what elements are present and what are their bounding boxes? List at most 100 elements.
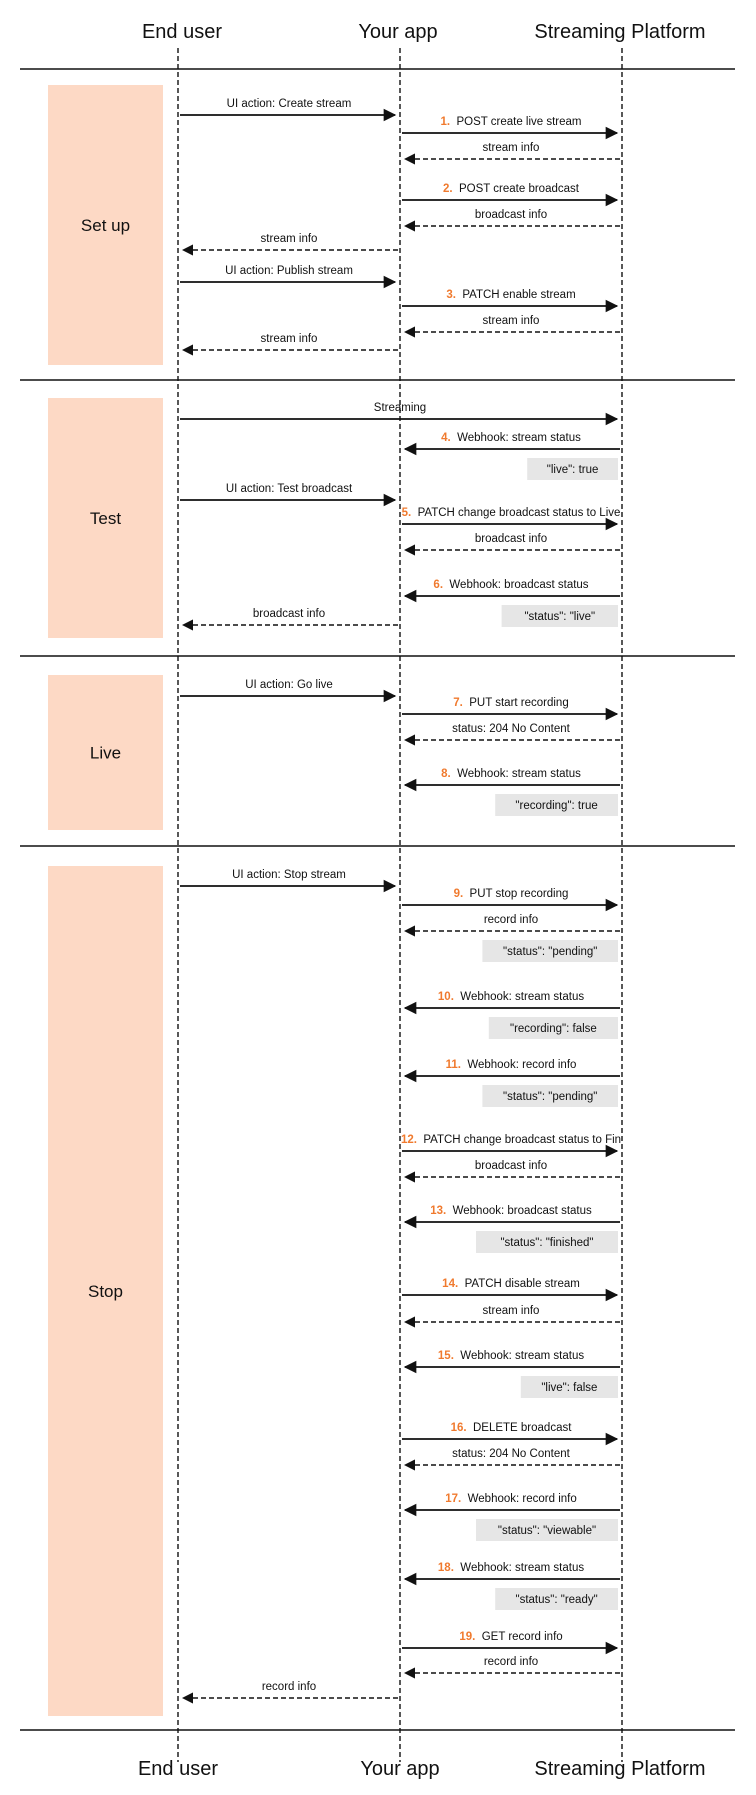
phase-label-set-up: Set up <box>81 216 130 235</box>
message-label: 5. PATCH change broadcast status to Live <box>402 507 621 519</box>
message-label: 8. Webhook: stream status <box>441 768 581 780</box>
message-set-up-2: 1. POST create live stream <box>402 116 619 140</box>
payload-note-text: "status": "pending" <box>503 1091 597 1103</box>
message-set-up-4: 2. POST create broadcast <box>402 183 619 207</box>
step-number: 2. <box>443 183 459 195</box>
payload-note-text: "recording": true <box>515 800 597 812</box>
step-number: 1. <box>440 116 456 128</box>
payload-note: "status": "pending" <box>482 940 618 962</box>
message-stop-12: 16. DELETE broadcast <box>402 1422 619 1446</box>
message-label: 10. Webhook: stream status <box>438 991 584 1003</box>
message-stop-8: 13. Webhook: broadcast status "status": "… <box>403 1205 620 1253</box>
message-label: 7. PUT start recording <box>453 697 568 709</box>
payload-note-text: "recording": false <box>510 1023 597 1035</box>
actor-streaming-platform-top: Streaming Platform <box>534 21 705 43</box>
message-label: stream info <box>483 1305 540 1317</box>
message-label: record info <box>484 914 538 926</box>
payload-note-text: "status": "live" <box>524 611 595 623</box>
payload-note-box <box>476 1231 618 1253</box>
payload-note-box <box>488 1017 618 1039</box>
message-test-1: Streaming <box>180 402 619 426</box>
step-number: 13. <box>430 1205 452 1217</box>
message-set-up-3: stream info <box>403 142 620 165</box>
message-set-up-9: stream info <box>403 315 620 338</box>
message-label: broadcast info <box>475 533 547 545</box>
message-label: 9. PUT stop recording <box>454 888 569 900</box>
message-label: status: 204 No Content <box>452 1448 570 1460</box>
message-label: 6. Webhook: broadcast status <box>433 579 588 591</box>
payload-note: "live": true <box>527 458 618 480</box>
message-stop-1: UI action: Stop stream <box>180 869 397 893</box>
message-label: stream info <box>483 142 540 154</box>
message-stop-4: 10. Webhook: stream status "recording": f… <box>403 991 620 1039</box>
payload-note-text: "status": "finished" <box>500 1237 593 1249</box>
message-label: broadcast info <box>475 1160 547 1172</box>
payload-note-text: "status": "viewable" <box>498 1525 596 1537</box>
message-set-up-7: UI action: Publish stream <box>180 265 397 289</box>
payload-note: "live": false <box>520 1376 618 1398</box>
step-number: 11. <box>446 1059 468 1071</box>
message-stop-9: 14. PATCH disable stream <box>402 1278 619 1302</box>
message-label: broadcast info <box>475 209 547 221</box>
payload-note: "recording": false <box>488 1017 618 1039</box>
message-label: stream info <box>261 233 318 245</box>
actor-header-bottom: End user Your app Streaming Platform <box>138 1758 706 1780</box>
message-label: 1. POST create live stream <box>440 116 581 128</box>
step-number: 7. <box>453 697 469 709</box>
payload-note: "status": "live" <box>501 605 618 627</box>
step-number: 10. <box>438 991 460 1003</box>
message-label: 16. DELETE broadcast <box>451 1422 573 1434</box>
payload-note-box <box>495 794 618 816</box>
message-test-4: 5. PATCH change broadcast status to Live <box>402 507 621 531</box>
actor-end-user-bottom: End user <box>138 1758 218 1780</box>
payload-note-text: "status": "pending" <box>503 946 597 958</box>
message-label: 19. GET record info <box>459 1631 562 1643</box>
message-stop-5: 11. Webhook: record info"status": "pendi… <box>403 1059 620 1107</box>
step-number: 12. <box>401 1134 423 1146</box>
phase-box-stop <box>48 866 163 1716</box>
message-label: Streaming <box>374 402 426 414</box>
payload-note: "recording": true <box>495 794 618 816</box>
payload-note-box <box>495 1588 618 1610</box>
payload-note: "status": "pending" <box>482 1085 618 1107</box>
message-label: 3. PATCH enable stream <box>446 289 575 301</box>
message-label: 14. PATCH disable stream <box>442 1278 580 1290</box>
messages: UI action: Create stream 1. POST create l… <box>180 98 621 1704</box>
message-set-up-6: stream info <box>181 233 398 256</box>
actor-end-user-top: End user <box>142 21 222 43</box>
step-number: 5. <box>402 507 418 519</box>
step-number: 9. <box>454 888 470 900</box>
message-set-up-10: stream info <box>181 333 398 356</box>
message-test-5: broadcast info <box>403 533 620 556</box>
message-label: 2. POST create broadcast <box>443 183 580 195</box>
step-number: 15. <box>438 1350 460 1362</box>
payload-note-box <box>482 1085 618 1107</box>
message-live-4: 8. Webhook: stream status "recording": tr… <box>403 768 620 816</box>
message-label: stream info <box>483 315 540 327</box>
phase-box-set-up <box>48 85 163 365</box>
actor-your-app-top: Your app <box>358 21 437 43</box>
message-label: 12. PATCH change broadcast status to Fin <box>401 1134 621 1146</box>
message-label: UI action: Test broadcast <box>226 483 353 495</box>
actor-your-app-bottom: Your app <box>360 1758 439 1780</box>
message-label: UI action: Create stream <box>227 98 352 110</box>
message-live-2: 7. PUT start recording <box>402 697 619 721</box>
message-label: record info <box>262 1681 316 1693</box>
actor-header-top: End user Your app Streaming Platform <box>142 21 706 43</box>
step-number: 17. <box>445 1493 467 1505</box>
message-stop-13: status: 204 No Content <box>403 1448 620 1471</box>
message-label: 4. Webhook: stream status <box>441 432 581 444</box>
message-stop-18: record info <box>181 1681 398 1704</box>
message-stop-17: record info <box>403 1656 620 1679</box>
step-number: 18. <box>438 1562 460 1574</box>
step-number: 16. <box>451 1422 473 1434</box>
message-test-7: broadcast info <box>181 608 398 631</box>
message-live-3: status: 204 No Content <box>403 723 620 746</box>
lifelines <box>177 48 623 1762</box>
message-label: UI action: Publish stream <box>225 265 353 277</box>
payload-note-text: "live": false <box>541 1382 597 1394</box>
message-label: 13. Webhook: broadcast status <box>430 1205 592 1217</box>
phase-box-live <box>48 675 163 830</box>
actor-streaming-platform-bottom: Streaming Platform <box>534 1758 705 1780</box>
